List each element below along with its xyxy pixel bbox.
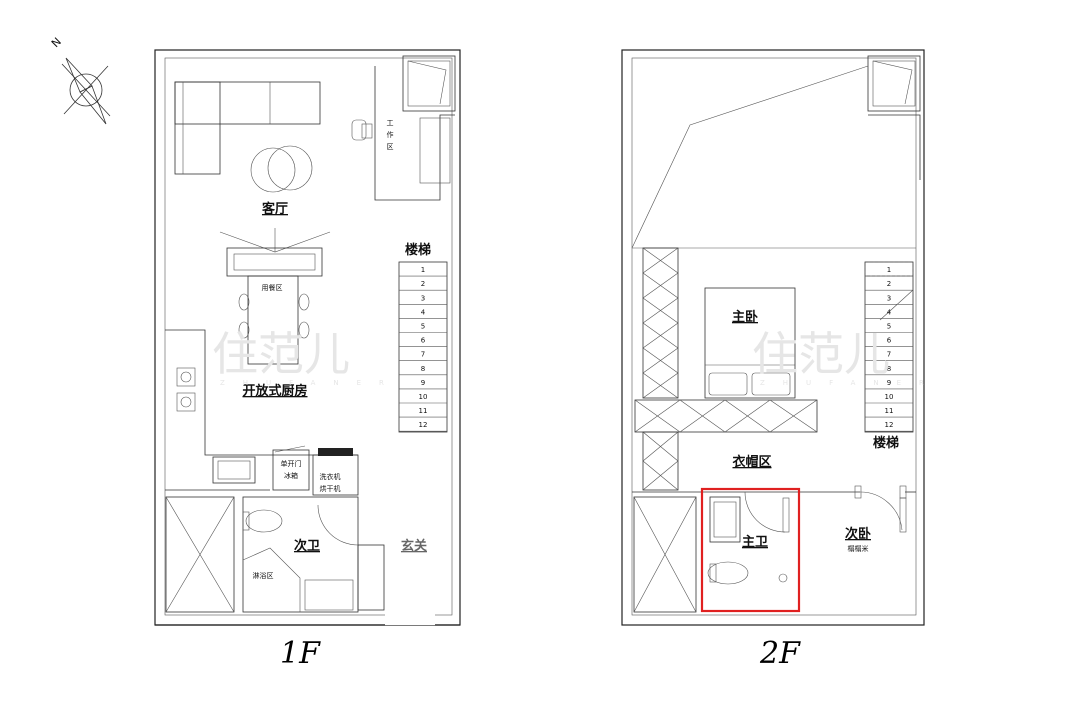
floor2-stair-step-number: 6 xyxy=(887,337,892,345)
floor1-stair-step-number: 10 xyxy=(419,393,428,401)
kitchen-label: 开放式厨房 xyxy=(242,383,307,399)
floor1-stair-step-number: 1 xyxy=(421,266,425,274)
floor2-stair-step-number: 4 xyxy=(887,308,892,316)
floor1-stair-step-number: 8 xyxy=(421,365,425,373)
floor2-stair-step-number: 12 xyxy=(885,421,894,429)
watermark-logo-2f: 住范儿 xyxy=(752,327,890,381)
fridge-label-2: 冰箱 xyxy=(284,471,298,480)
floor2-stair-step-number: 2 xyxy=(887,280,891,288)
north-arrow-icon: N xyxy=(49,35,111,125)
floor2-stair-step-number: 9 xyxy=(887,379,891,387)
floor2-labels: 主卧 衣帽区 主卫 楼梯 次卧 榻榻米 2F xyxy=(732,309,899,671)
floor1-stair-step-number: 6 xyxy=(421,337,426,345)
floor1-stair-step-number: 3 xyxy=(421,294,425,302)
floor1-stair-step-number: 7 xyxy=(421,351,425,359)
work-area-label-3: 区 xyxy=(387,143,394,151)
floor2-stair-step-number: 3 xyxy=(887,294,891,302)
work-area-label-2: 作 xyxy=(387,130,394,139)
floor2-stair-step-number: 5 xyxy=(887,323,891,331)
fridge-label-1: 单开门 xyxy=(281,459,302,468)
floor1-title: 1F xyxy=(280,636,321,671)
floor1-plan xyxy=(154,49,461,626)
floor1-stair-step-number: 9 xyxy=(421,379,425,387)
living-room-label: 客厅 xyxy=(262,201,288,217)
floor1-labels: 客厅 用餐区 开放式厨房 楼梯 工 作 区 单开门 冰箱 洗衣机 烘干机 次卫 … xyxy=(242,119,431,671)
master-bedroom-label: 主卧 xyxy=(732,309,758,325)
floor1-stair-step-number: 4 xyxy=(421,308,426,316)
stairs-label-2f: 楼梯 xyxy=(873,435,899,451)
work-area-label-1: 工 xyxy=(387,119,394,127)
floor2-stair-step-number: 8 xyxy=(887,365,891,373)
floor1-stair-step-number: 11 xyxy=(419,407,428,415)
watermark-logo-1f: 住范儿 xyxy=(212,327,350,381)
dining-area-label: 用餐区 xyxy=(262,283,283,292)
washer-label-1: 洗衣机 xyxy=(320,472,341,481)
washer-label-2: 烘干机 xyxy=(320,484,341,493)
cloakroom-label: 衣帽区 xyxy=(732,454,771,470)
entrance-label: 玄关 xyxy=(401,538,427,554)
compass-label: N xyxy=(49,35,64,50)
floor1-stair-step-number: 12 xyxy=(419,421,428,429)
watermark-sub-1f: ZHUFANER xyxy=(220,379,402,387)
bathroom-1f-label: 次卫 xyxy=(294,538,320,554)
floor1-stair-step-number: 2 xyxy=(421,280,425,288)
floor1-stair-step-number: 5 xyxy=(421,323,425,331)
watermark: 住范儿 ZHUFANER 住范儿 ZHUFANER xyxy=(212,327,942,387)
shower-label: 淋浴区 xyxy=(253,571,274,580)
tatami-label: 榻榻米 xyxy=(848,544,869,553)
floor2-stair-step-number: 1 xyxy=(887,266,891,274)
floor2-stair-step-number: 10 xyxy=(885,393,894,401)
master-bath-highlight-box xyxy=(700,487,801,613)
floor2-title: 2F xyxy=(759,636,801,671)
floor2-stair-step-number: 7 xyxy=(887,351,891,359)
stairs-label-1f: 楼梯 xyxy=(405,242,431,258)
second-bedroom-label: 次卧 xyxy=(845,526,871,542)
floor2-stair-step-number: 11 xyxy=(885,407,894,415)
floor2-plan xyxy=(621,49,925,626)
master-bath-label: 主卫 xyxy=(742,534,768,550)
watermark-sub-2f: ZHUFANER xyxy=(760,379,942,387)
